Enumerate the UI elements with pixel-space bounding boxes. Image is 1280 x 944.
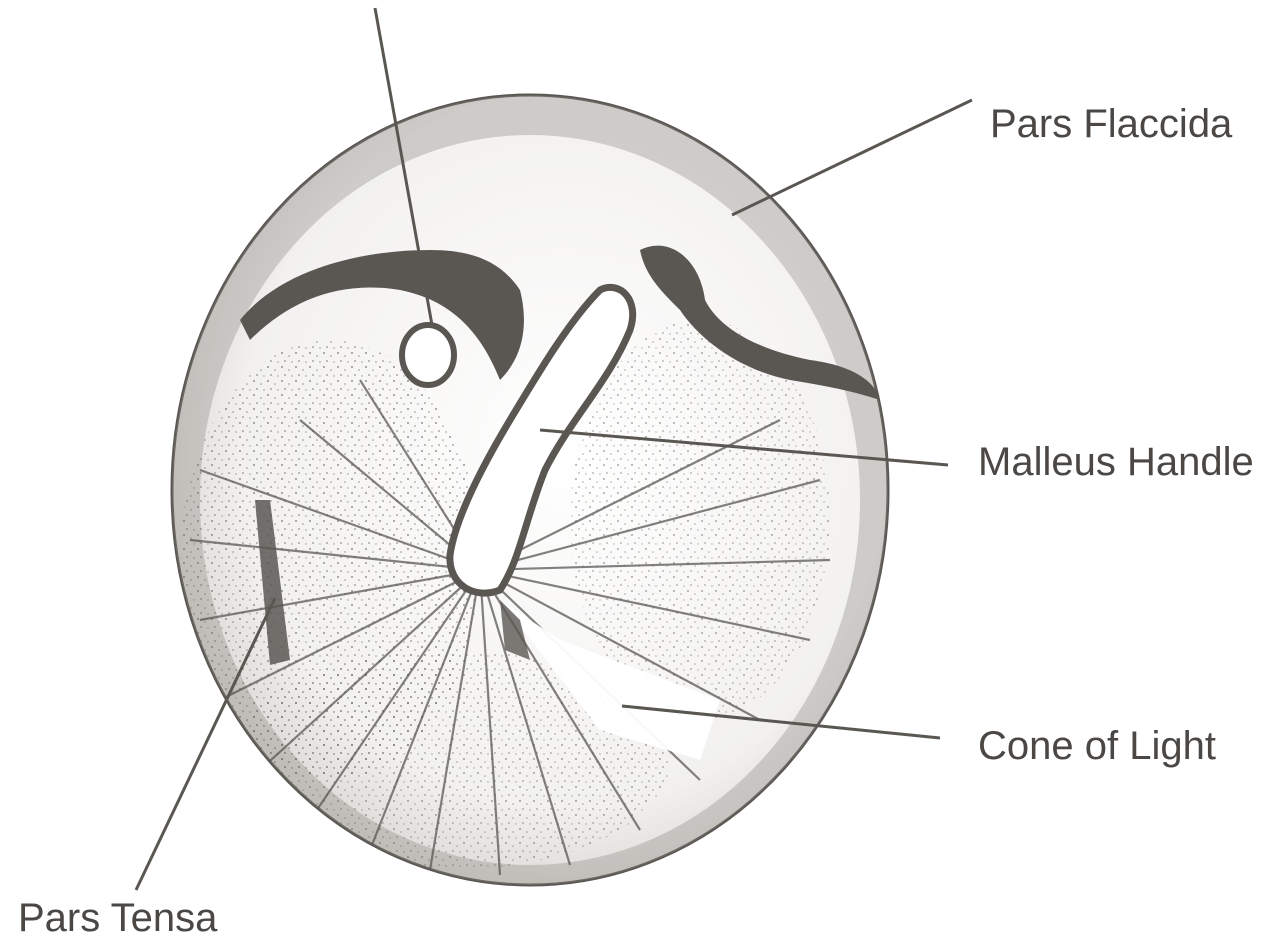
label-pars-flaccida: Pars Flaccida	[990, 104, 1232, 144]
label-malleus-handle: Malleus Handle	[978, 442, 1254, 482]
leader-line-pars-flaccida	[732, 100, 972, 215]
label-pars-tensa: Pars Tensa	[18, 898, 217, 938]
label-cone-of-light: Cone of Light	[978, 726, 1216, 766]
